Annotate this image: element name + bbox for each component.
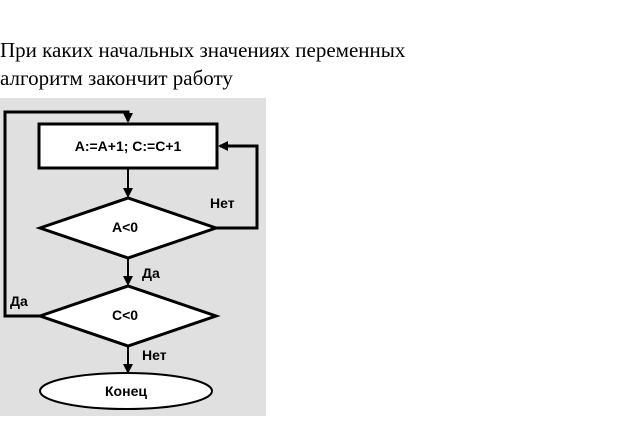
- process-box: [37, 122, 219, 170]
- question-line-1: При каких начальных значениях переменных: [0, 38, 406, 62]
- decision1-label: A<0: [112, 219, 138, 235]
- yes-label-2: Да: [10, 293, 28, 309]
- question-text: При каких начальных значениях переменных…: [0, 36, 600, 92]
- yes-label-1: Да: [142, 265, 160, 281]
- decision2-label: C<0: [112, 307, 138, 323]
- flowchart: A:=A+1; C:=C+1 A<0 Нет Да C<0 Да Нет Кон…: [0, 98, 266, 416]
- question-line-2: алгоритм закончит работу: [0, 66, 233, 90]
- no-label-1: Нет: [210, 195, 235, 211]
- no-loop-decision1: [216, 141, 259, 230]
- terminal-ellipse: [39, 372, 213, 410]
- no-label-2: Нет: [142, 347, 167, 363]
- yes-loop-decision2: [3, 110, 133, 318]
- decision2-diamond: [35, 284, 221, 348]
- terminal-label: Конец: [105, 383, 147, 399]
- process-label: A:=A+1; C:=C+1: [75, 138, 182, 154]
